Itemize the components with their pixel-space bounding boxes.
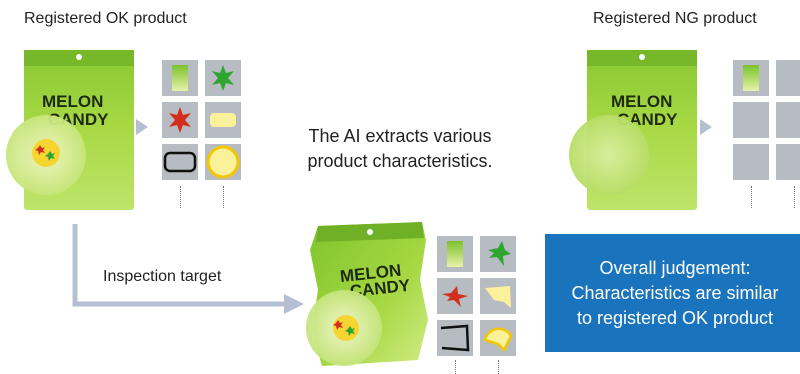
feature-tile-yellow-rect — [205, 102, 241, 138]
ai-line2: product characteristics. — [307, 151, 493, 171]
ok-product-package: MELON CANDY — [6, 50, 134, 210]
ng-product-title: Registered NG product — [593, 10, 757, 27]
feature-tile-red-star — [162, 102, 198, 138]
target-feature-tile-yellow-shape — [480, 278, 516, 314]
judgement-line3: to registered OK product — [576, 308, 774, 328]
ok-more-indicator — [180, 186, 182, 208]
ng-more-indicator — [751, 186, 753, 208]
ai-description: The AI extracts various product characte… — [270, 124, 530, 174]
target-more-indicator — [455, 360, 457, 374]
inspection-target-label: Inspection target — [103, 268, 222, 285]
target-feature-tile-green-star — [480, 236, 516, 272]
ok-brand-line1: MELON — [42, 92, 103, 111]
target-feature-tile-outline — [437, 320, 473, 356]
ng-product-package: MELON CANDY — [569, 50, 697, 210]
ng-feature-tile-empty — [776, 60, 800, 96]
judgement-line2: Characteristics are similar — [571, 283, 779, 303]
feature-tile-green-star — [205, 60, 241, 96]
feature-tile-outline — [162, 144, 198, 180]
overall-judgement-box: Overall judgement: Characteristics are s… — [545, 234, 800, 352]
ng-feature-tile-empty — [776, 144, 800, 180]
target-more-indicator — [498, 360, 500, 374]
target-feature-tile-package — [437, 236, 473, 272]
ng-feature-tile-empty — [733, 102, 769, 138]
ng-feature-tile-empty — [776, 102, 800, 138]
ng-chevron-icon — [700, 119, 712, 135]
ng-brand-line1: MELON — [611, 92, 672, 111]
feature-tile-yellow-circle — [205, 144, 241, 180]
ok-chevron-icon — [136, 119, 148, 135]
inspection-target-package: MELON CANDY — [306, 222, 428, 366]
ng-feature-tile-package — [733, 60, 769, 96]
target-feature-tile-red-star — [437, 278, 473, 314]
inspection-flow-arrow — [72, 224, 304, 314]
ok-product-title: Registered OK product — [24, 10, 187, 27]
ai-line1: The AI extracts various — [308, 126, 492, 146]
ok-more-indicator — [223, 186, 225, 208]
target-feature-tile-yellow-circle — [480, 320, 516, 356]
feature-tile-package — [162, 60, 198, 96]
ng-feature-tile-empty — [733, 144, 769, 180]
judgement-line1: Overall judgement: — [599, 258, 751, 278]
ng-more-indicator — [794, 186, 796, 208]
